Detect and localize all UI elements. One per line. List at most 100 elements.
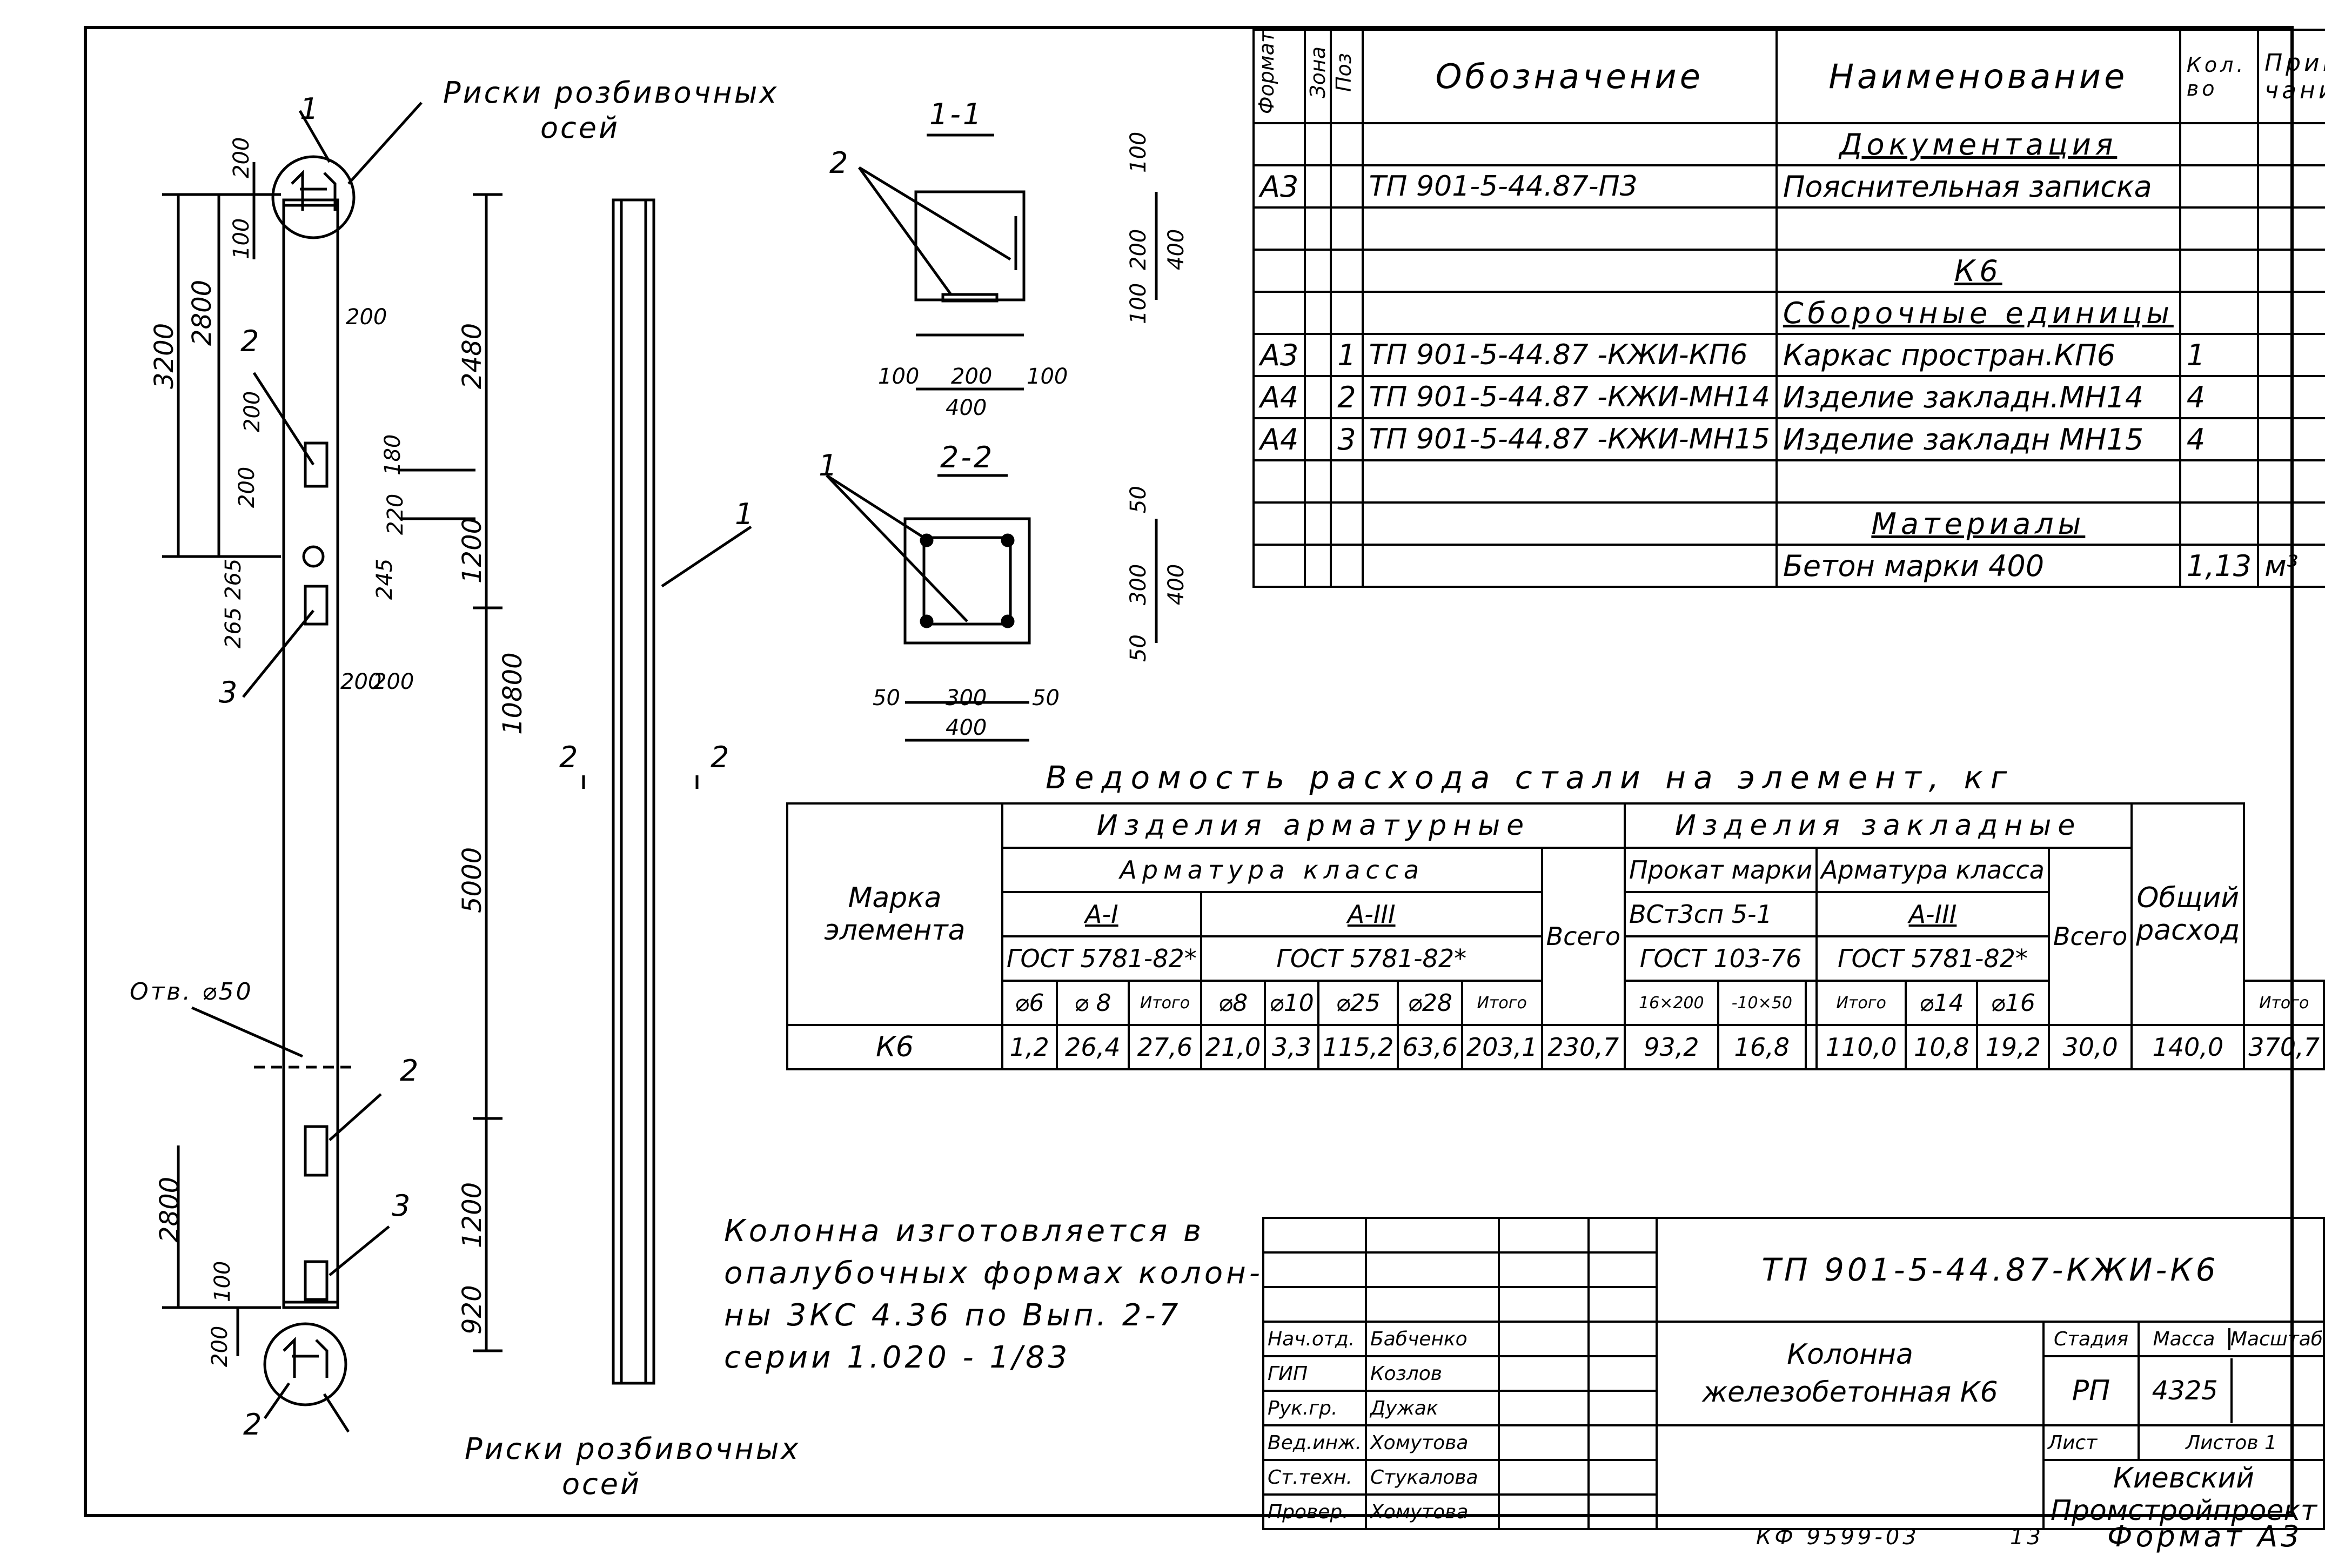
spec-cell-pos	[1330, 291, 1364, 336]
dim-200-bottom: 200	[207, 1326, 232, 1367]
sheet-label: Лист	[2042, 1424, 2140, 1461]
object-line-2: железобетонная К6	[1702, 1376, 1998, 1409]
role-5: Провер.	[1262, 1493, 1367, 1530]
steel-subheader: ⌀10	[1264, 980, 1319, 1026]
footer-sheet: 13	[2010, 1525, 2044, 1550]
spec-cell-format	[1252, 459, 1306, 504]
drawing-frame	[84, 26, 2294, 1517]
sec2-dim-300-h: 300	[946, 686, 987, 711]
sec2-dim-50-h1: 50	[873, 686, 900, 711]
top-detail-circle	[271, 155, 356, 239]
steel-class-a3: А-III	[1200, 891, 1543, 937]
steel-subheader: ⌀16	[1976, 980, 2050, 1026]
pos-2-b: 2	[400, 1054, 420, 1088]
steel-arm-vsego: Всего	[1540, 847, 1626, 1026]
sec1-dim-400-v: 400	[1164, 229, 1189, 270]
spec-cell-zone	[1304, 375, 1332, 420]
org-line-2: Промстройпроект	[2050, 1495, 2317, 1527]
spec-cell-zone	[1304, 501, 1332, 546]
spec-cell-note	[2257, 164, 2325, 209]
steel-value: 30,0	[2047, 1024, 2133, 1070]
spec-header-name: Наименование	[1775, 28, 2181, 125]
sec2-dim-400-v: 400	[1164, 564, 1189, 605]
pos-1-sec: 1	[819, 448, 839, 483]
spec-cell-pos	[1330, 544, 1364, 588]
spec-cell-note	[2257, 459, 2325, 504]
sec1-dim-100-h1: 100	[878, 364, 919, 389]
dim-220: 220	[383, 494, 408, 535]
steel-arm-class: Арматура класса	[1001, 847, 1543, 893]
spec-cell-pos: 1	[1330, 333, 1364, 378]
steel-arm-group: Изделия арматурные	[1001, 802, 1626, 849]
spec-header-qty: Кол. во	[2179, 28, 2260, 125]
steel-subheader: ⌀6	[1001, 980, 1058, 1026]
spec-cell-code	[1361, 249, 1778, 293]
dim-2480: 2480	[457, 323, 487, 389]
spec-cell-format: А3	[1252, 333, 1306, 378]
spec-cell-code: ТП 901-5-44.87 -КЖИ-МН15	[1361, 417, 1778, 462]
spec-row: Документация	[1252, 122, 2325, 167]
spec-cell-format: А4	[1252, 417, 1306, 462]
spec-cell-name: Изделие закладн МН15	[1775, 417, 2181, 462]
steel-value: 93,2	[1624, 1024, 1719, 1070]
specification-table: Формат Зона Поз Обозначение Наименование…	[1252, 28, 2325, 588]
hole-label: Отв. ⌀50	[130, 978, 253, 1006]
spec-cell-format: А4	[1252, 375, 1306, 420]
mass-value: 4325	[2140, 1358, 2233, 1423]
steel-value: 140,0	[2130, 1024, 2246, 1070]
spec-cell-qty	[2179, 122, 2260, 167]
spec-row	[1252, 206, 2325, 251]
steel-value: 19,2	[1976, 1024, 2050, 1070]
sec2-dim-400-h: 400	[946, 715, 987, 740]
spec-cell-zone	[1304, 459, 1332, 504]
steel-prokat: Прокат марки	[1623, 847, 1818, 893]
steel-subheader: -10×50	[1717, 980, 1807, 1026]
footer-format: Формат А3	[2107, 1519, 2303, 1553]
steel-value: 110,0	[1815, 1024, 1907, 1070]
spec-cell-format	[1252, 122, 1306, 167]
spec-cell-name: Сборочные единицы	[1775, 291, 2181, 336]
mass-header: Масса	[2140, 1328, 2230, 1350]
steel-value: 26,4	[1055, 1024, 1130, 1070]
scale-header: Масштаб	[2230, 1328, 2323, 1350]
spec-cell-qty	[2179, 206, 2260, 251]
spec-cell-note	[2257, 206, 2325, 251]
stage-header: Стадия	[2042, 1321, 2140, 1357]
spec-row: К6	[1252, 249, 2325, 293]
spec-cell-name	[1775, 206, 2181, 251]
spec-cell-qty: 4	[2179, 375, 2260, 420]
spec-cell-pos	[1330, 122, 1364, 167]
spec-cell-format: А3	[1252, 164, 1306, 209]
sec2-dim-50-a: 50	[1126, 486, 1151, 513]
dim-920: 920	[457, 1285, 487, 1335]
spec-cell-note	[2257, 417, 2325, 462]
spec-header-zone: Зона	[1304, 28, 1332, 125]
name-1: Козлов	[1365, 1355, 1500, 1392]
steel-emb-class: А-III	[1815, 891, 2050, 937]
steel-value: 230,7	[1540, 1024, 1626, 1070]
steel-value: 115,2	[1317, 1024, 1399, 1070]
steel-subheader: 16×200	[1624, 980, 1719, 1026]
pos-2-c: 2	[243, 1408, 264, 1442]
steel-subheader: ⌀28	[1397, 980, 1463, 1026]
spec-cell-code: ТП 901-5-44.87 -КЖИ-МН14	[1361, 375, 1778, 420]
role-4: Ст.техн.	[1262, 1459, 1367, 1496]
spec-cell-qty	[2179, 164, 2260, 209]
pos-1-top: 1	[300, 92, 320, 126]
sec1-dim-100-a: 100	[1126, 132, 1151, 173]
spec-header-note: Приме чание	[2257, 28, 2325, 125]
spec-cell-note	[2257, 375, 2325, 420]
steel-subheader: Итого	[2243, 980, 2325, 1026]
steel-table: Марка элемента Изделия арматурные Издели…	[786, 802, 2325, 1070]
steel-emb-arm-class: Арматура класса	[1815, 847, 2050, 893]
name-3: Хомутова	[1365, 1424, 1500, 1461]
bottom-detail-circle	[263, 1322, 347, 1406]
steel-value: 21,0	[1200, 1024, 1267, 1070]
dim-3200: 3200	[149, 323, 179, 389]
sec1-dim-100-h2: 100	[1027, 364, 1068, 389]
spec-cell-qty: 1	[2179, 333, 2260, 378]
